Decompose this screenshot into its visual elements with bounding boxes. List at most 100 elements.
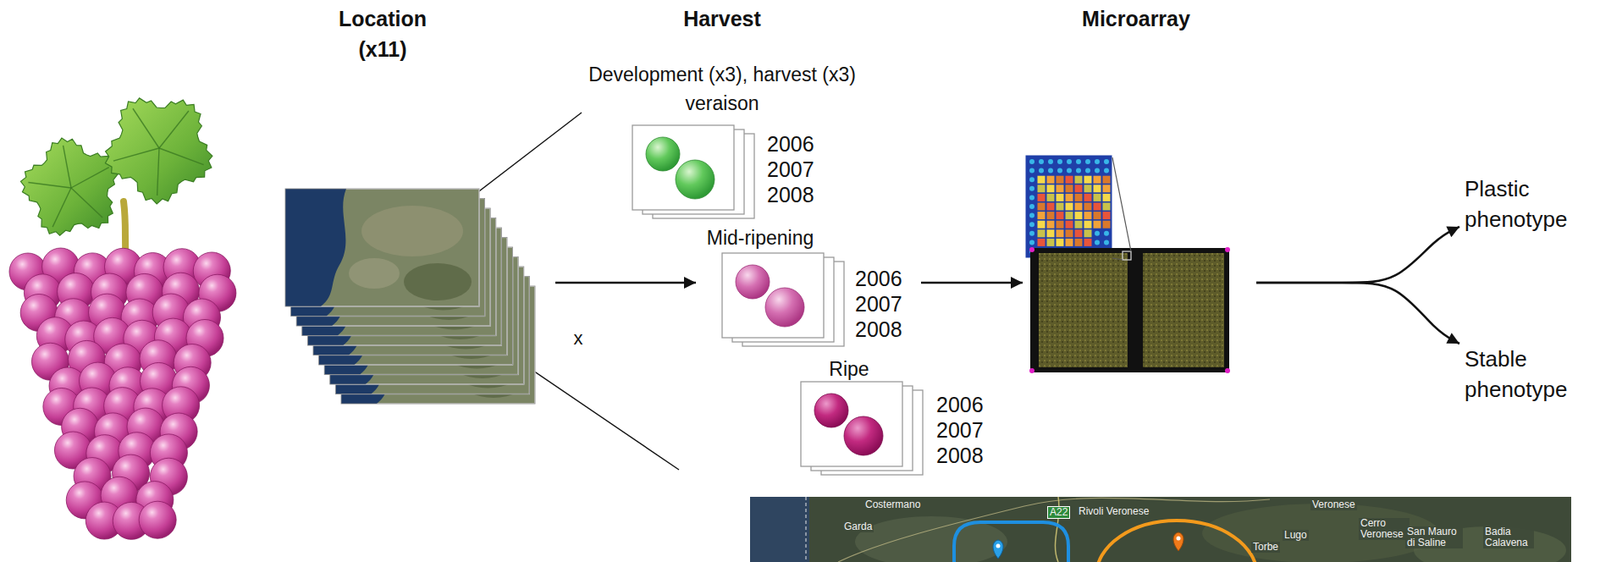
node-picture: [1022, 3, 1236, 378]
harvest-stage-box: Ripe200620072008: [787, 356, 998, 486]
microarray-box: Microarray: [1022, 3, 1236, 378]
array-spot: [1029, 159, 1035, 165]
leaf-vein: [71, 167, 110, 188]
year-label: 2007: [936, 417, 996, 443]
array-spot: [1047, 176, 1055, 184]
array-spot: [1038, 168, 1044, 174]
array-spot: [1056, 229, 1065, 238]
array-spot: [1084, 220, 1093, 229]
array-spot: [1057, 168, 1063, 174]
array-spot: [1056, 184, 1065, 193]
array-spot: [1047, 193, 1055, 202]
terrain: [1202, 503, 1440, 562]
year-label: 2007: [855, 291, 915, 317]
node-picture: [279, 3, 544, 410]
lake: [285, 188, 347, 307]
leaf-vein: [113, 148, 160, 161]
array-spot: [1084, 229, 1093, 238]
array-spot: [1093, 220, 1102, 229]
stage-heading: Stable phenotype: [1464, 343, 1584, 405]
array-spot: [1084, 176, 1093, 184]
leaf-vein: [27, 182, 72, 188]
map-place-name: Costermano: [863, 499, 922, 511]
array-spot: [1056, 211, 1065, 220]
slide-marker: [1224, 368, 1231, 374]
terrain: [348, 258, 400, 289]
array-spot: [1065, 238, 1074, 247]
harvest-stage-box: Mid-ripening200620072008: [695, 225, 916, 358]
year-label: 2008: [766, 182, 827, 208]
stage-heading: Mid-ripening: [696, 226, 824, 250]
array-spot: [1103, 176, 1111, 184]
flow-arrow: [555, 281, 696, 285]
array-spot: [1029, 213, 1035, 219]
array-spot: [1103, 231, 1109, 237]
leaf: [20, 137, 118, 236]
harvest-stage-box: Development (x3), harvest (x3) veraison 2…: [541, 54, 881, 226]
microarray-slide: [1030, 248, 1230, 373]
slide-marker: [1029, 368, 1035, 374]
area-outline: [954, 522, 1069, 562]
map-place-name: Cerro Veronese: [1358, 518, 1410, 541]
microarray-zoom: [1025, 154, 1113, 259]
sample-card: [632, 125, 734, 210]
map-features: [750, 496, 1567, 562]
array-spot: [1075, 220, 1083, 229]
stage-heading: Location (x11): [327, 3, 438, 65]
array-spot: [1065, 229, 1074, 238]
card-frame: [632, 125, 734, 210]
array-spot: [1056, 203, 1065, 211]
array-spot: [1065, 203, 1074, 211]
sample-card: [800, 381, 903, 467]
array-spot: [1029, 194, 1035, 200]
array-spot: [1056, 193, 1065, 202]
leaf-vein: [71, 187, 103, 218]
map-panel: [750, 496, 1572, 562]
array-spot: [1094, 239, 1100, 245]
flow-arrow: [1256, 226, 1460, 283]
array-spot: [1047, 229, 1055, 238]
array-spot: [1093, 203, 1102, 211]
array-spot: [1057, 159, 1063, 165]
array-spot: [1037, 220, 1046, 229]
satellite-image: [285, 188, 480, 307]
array-spot: [1056, 176, 1065, 184]
array-spot: [1084, 193, 1093, 202]
year-label: 2008: [936, 442, 996, 469]
array-spot: [1094, 159, 1100, 165]
array-spot: [1103, 239, 1109, 245]
zoom-ground: [1025, 154, 1113, 259]
map-pin-dot: [1176, 536, 1181, 541]
stage-heading: Microarray: [1068, 3, 1204, 34]
map-place-name: Badia Calavena: [1483, 526, 1534, 549]
array-spot: [1065, 176, 1074, 184]
stage-heading: Ripe: [806, 357, 892, 381]
column-heading: Harvest: [654, 3, 790, 34]
year-label: 2006: [855, 265, 915, 292]
stage-heading: Development (x3), harvest (x3) veraison: [569, 60, 875, 118]
card-frame: [722, 253, 824, 338]
array-spot: [1075, 229, 1083, 238]
array-spot: [1037, 193, 1046, 202]
array-panel: [1142, 253, 1225, 368]
phenotype-box: Stable phenotype: [1464, 343, 1585, 407]
berry: [814, 393, 849, 428]
array-spot: [1094, 231, 1100, 237]
array-spot: [1103, 159, 1109, 165]
berry: [844, 416, 883, 456]
phenotype-box: Plastic phenotype: [1464, 173, 1585, 237]
array-spot: [1029, 168, 1035, 174]
stage-heading: Plastic phenotype: [1464, 173, 1584, 235]
array-spot: [1047, 238, 1055, 247]
array-spot: [1093, 176, 1102, 184]
array-spot: [1075, 211, 1083, 220]
array-spot: [1075, 159, 1082, 165]
array-spot: [1103, 220, 1111, 229]
location-box: Location (x11): [279, 3, 544, 410]
card-frame: [800, 381, 903, 467]
map-pin: [993, 540, 1004, 559]
berry: [735, 264, 770, 299]
zoom-area: [1122, 251, 1132, 260]
array-spot: [1075, 193, 1083, 202]
